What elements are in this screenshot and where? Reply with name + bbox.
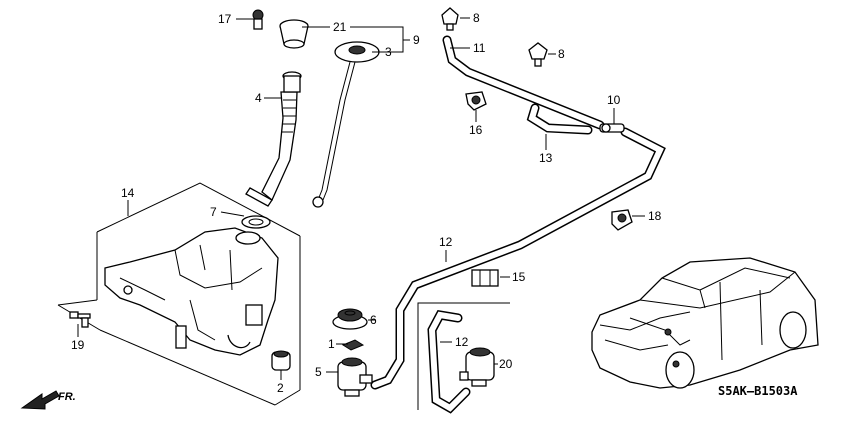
pump-seal [332, 308, 368, 330]
callouts: 17 21 9 3 8 8 11 4 10 16 13 14 7 18 12 1… [71, 11, 662, 395]
callout-8-upper: 8 [473, 11, 480, 25]
callout-14: 14 [121, 186, 135, 200]
callout-13: 13 [539, 151, 553, 165]
front-arrow-icon [20, 390, 60, 410]
callout-2: 2 [277, 381, 284, 395]
level-gauge [312, 41, 380, 208]
tank-cap [252, 9, 309, 49]
washer-tank [104, 227, 279, 356]
callout-8-lower: 8 [558, 47, 565, 61]
hose-13 [526, 103, 593, 135]
callout-5: 5 [315, 365, 322, 379]
callout-4: 4 [255, 91, 262, 105]
washer-pump-5 [337, 357, 373, 397]
callout-6: 6 [370, 313, 377, 327]
callout-12-lower: 12 [455, 335, 469, 349]
washer-pump-20 [459, 347, 495, 387]
clip-18 [611, 209, 633, 231]
hose-12-main [370, 127, 666, 390]
hose-11 [442, 35, 605, 130]
clip-16 [465, 91, 487, 111]
leader-lines [77, 17, 645, 380]
callout-11: 11 [473, 41, 486, 55]
filter [341, 339, 365, 351]
nozzle-8a [441, 7, 459, 31]
bracket-line [417, 302, 510, 410]
callout-10: 10 [607, 93, 621, 107]
grommet [271, 350, 291, 371]
diagram-code: S5AK–B1503A [718, 384, 798, 398]
callout-15: 15 [512, 270, 526, 284]
car-illustration [591, 257, 819, 389]
clip-15 [471, 269, 499, 287]
callout-16: 16 [469, 123, 483, 137]
hose-12-lower [427, 310, 471, 414]
nozzle-8b [528, 42, 548, 67]
callout-9: 9 [413, 33, 420, 47]
callout-3: 3 [385, 45, 392, 59]
callout-19: 19 [71, 338, 85, 352]
callout-1: 1 [328, 337, 335, 351]
callout-12-upper: 12 [439, 235, 453, 249]
callout-17: 17 [218, 12, 232, 26]
filler-neck [245, 71, 302, 207]
callout-7: 7 [210, 205, 217, 219]
joint-10 [599, 123, 625, 133]
bolt-19 [69, 311, 91, 328]
callout-20: 20 [499, 357, 513, 371]
front-direction-label: FR. [58, 391, 76, 403]
callout-21: 21 [333, 20, 347, 34]
ring-seal [241, 215, 271, 229]
callout-18: 18 [648, 209, 662, 223]
